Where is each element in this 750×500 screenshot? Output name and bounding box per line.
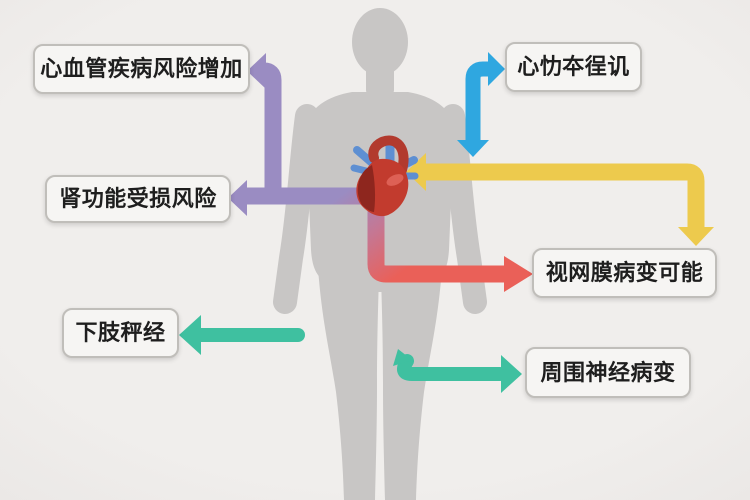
arrow-teal-peripheral	[393, 349, 522, 393]
label-lower-limb-nerve: 下肢秤经	[75, 320, 166, 345]
label-box-lower-limb-nerve: 下肢秤经	[62, 308, 179, 358]
label-kidney-risk: 肾功能受损风险	[59, 186, 217, 211]
arrow-shaft-teal-right	[397, 354, 507, 381]
arrowhead-yellow-box	[678, 227, 714, 246]
label-box-peripheral-neuropathy: 周围神经病变	[525, 347, 691, 398]
heart-highlight	[386, 174, 404, 186]
arrowhead-blue-box	[488, 52, 505, 86]
label-cardiovascular-risk: 心血管疾病风险增加	[40, 56, 243, 81]
anatomical-heart-icon	[350, 135, 419, 217]
label-heart-function: 心忇夲徎讥	[517, 54, 630, 79]
arrowhead-teal-leg	[393, 349, 412, 366]
label-box-heart-function: 心忇夲徎讥	[505, 42, 642, 92]
arrow-yellow-heart-retina	[406, 153, 714, 246]
label-peripheral-neuropathy: 周围神经病变	[540, 359, 676, 385]
arrow-teal-lower-limb	[179, 315, 305, 355]
body-right-leg	[381, 268, 442, 500]
arrow-shaft-blue	[465, 61, 497, 144]
arrowhead-lower-limb	[179, 315, 201, 355]
body-neck	[366, 62, 394, 96]
heart-aorta	[368, 135, 409, 175]
arrow-blue-heart-function	[457, 52, 505, 157]
arrow-shaft-purple-branch	[262, 62, 282, 196]
body-head	[352, 8, 408, 76]
label-box-kidney-risk: 肾功能受损风险	[45, 175, 231, 223]
arrowhead-cardio	[247, 53, 266, 89]
heart-vessel-left-1	[353, 146, 376, 167]
label-retinopathy: 视网膜病变可能	[545, 260, 704, 285]
body-left-arm	[273, 104, 319, 314]
arrowhead-blue-chest	[457, 140, 489, 157]
arrowhead-retina	[504, 256, 533, 292]
arrowhead-kidney	[228, 180, 247, 216]
arrowhead-yellow-heart	[406, 153, 426, 191]
label-box-retinopathy: 视网膜病变可能	[532, 248, 717, 298]
label-box-cardiovascular-risk: 心血管疾病风险增加	[33, 44, 250, 94]
body-left-leg	[318, 268, 379, 500]
arrowhead-peripheral	[501, 355, 522, 393]
body-right-arm	[441, 104, 487, 314]
heart-left-lobe	[357, 165, 376, 212]
arrow-shaft-yellow	[423, 163, 705, 232]
